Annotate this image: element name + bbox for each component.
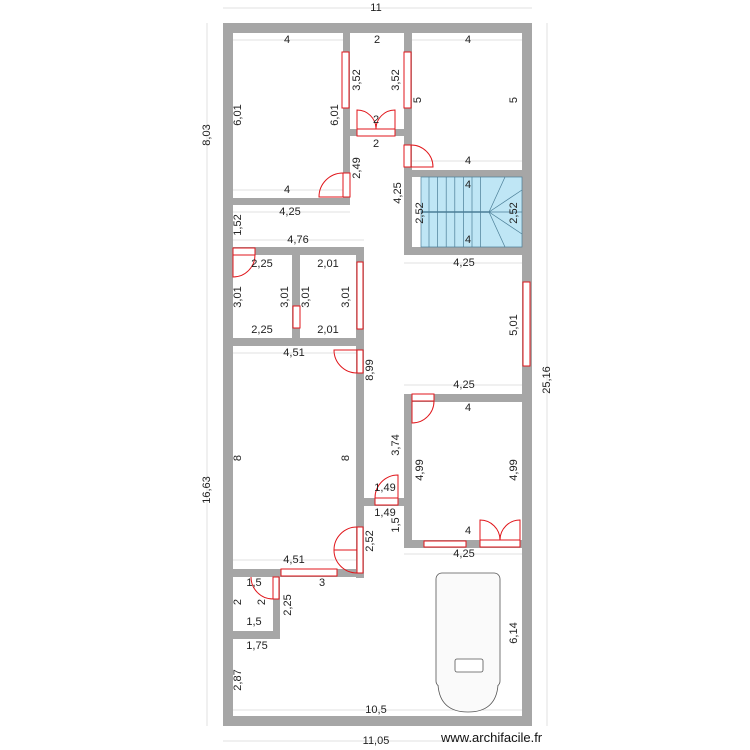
dimension-label: 1,5	[246, 616, 261, 628]
dimension-label: 4,76	[287, 234, 308, 246]
dimension-label: 4	[465, 179, 471, 191]
dimension-label: 4,51	[283, 554, 304, 566]
window-icon	[341, 51, 350, 109]
dimension-lines	[206, 7, 548, 742]
dimension-label: 3,01	[300, 286, 312, 307]
dimension-label: 2	[374, 34, 380, 46]
dimension-label: 16,63	[201, 476, 213, 504]
dimension-label: 6,01	[329, 104, 341, 125]
dimension-label: 4	[465, 155, 471, 167]
dimension-label: 3,01	[279, 286, 291, 307]
dimension-label: 4,25	[453, 379, 474, 391]
stair-winder	[488, 176, 506, 213]
dimension-label: 4,25	[453, 548, 474, 560]
dimension-label: 4,99	[414, 459, 426, 480]
dimension-label: 2,25	[251, 258, 272, 270]
window-icon	[292, 305, 301, 329]
dimension-label: 4	[284, 34, 290, 46]
dimension-label: 3,52	[390, 69, 402, 90]
dimension-label: 1,49	[374, 507, 395, 519]
door-swing-icon	[356, 109, 396, 137]
dimension-label: 2,52	[508, 202, 520, 223]
dimension-label: 4,51	[283, 347, 304, 359]
dimension-label: 3,01	[340, 286, 352, 307]
dimension-label: 2,87	[232, 669, 244, 690]
dimension-label: 8	[340, 455, 352, 461]
dimension-label: 1,75	[246, 640, 267, 652]
dimension-label: 8,99	[364, 359, 376, 380]
staircase-icon	[420, 176, 523, 248]
dimension-label: 2,52	[364, 530, 376, 551]
dimension-label: 8	[232, 455, 244, 461]
dimension-label: 3	[319, 577, 325, 589]
dimension-label: 4	[465, 402, 471, 414]
dimension-label: 4,25	[392, 182, 404, 203]
stair-winder	[488, 211, 506, 248]
window-icon	[280, 568, 338, 577]
dimension-label: 4	[465, 34, 471, 46]
door-swing-icon	[479, 519, 521, 548]
dimension-label: 2,52	[414, 202, 426, 223]
dimension-label: 3,74	[390, 434, 402, 455]
dimension-label: 11	[370, 2, 381, 14]
dimension-label: 4	[465, 234, 471, 246]
dimension-label: 2	[373, 138, 379, 150]
dimension-label: 2,25	[251, 324, 272, 336]
dimension-label: 1,5	[390, 517, 402, 532]
dimension-label: 6,01	[232, 104, 244, 125]
window-icon	[356, 261, 364, 330]
dimension-label: 2	[256, 599, 268, 605]
stair-winder	[488, 211, 523, 235]
dimension-label: 5,01	[508, 314, 520, 335]
dimension-label: 4	[465, 525, 471, 537]
dimension-label: 4	[284, 184, 290, 196]
dimension-label: 2	[373, 114, 379, 126]
door-swing-icon	[318, 172, 351, 198]
door-swing-icon	[403, 144, 434, 168]
dimension-label: 5	[412, 97, 424, 103]
dimension-label: 6,14	[508, 622, 520, 643]
dimension-label: 5	[508, 97, 520, 103]
door-swing-icon	[250, 576, 280, 600]
window-icon	[423, 540, 467, 548]
dimension-label: 10,5	[365, 704, 386, 716]
door-swing-icon	[333, 526, 364, 574]
door-swing-icon	[411, 393, 435, 424]
door-swing-icon	[333, 349, 364, 374]
dimension-labels: 11 4 2 4 3,52 3,52 6,01 6,01 5 5 2 2 8,03 4 4 2,49 4,25 4…	[201, 2, 553, 747]
door-swing-icon	[374, 474, 399, 506]
dimension-label: 1,5	[246, 577, 261, 589]
dimension-label: 2,01	[317, 258, 338, 270]
openings	[232, 51, 531, 600]
car-icon	[435, 572, 501, 713]
dimension-label: 1,49	[374, 482, 395, 494]
dimension-label: 4,25	[279, 206, 300, 218]
dimension-label: 8,03	[201, 124, 213, 145]
dimension-label: 25,16	[541, 366, 553, 394]
window-icon	[403, 51, 412, 109]
dimension-label: 4,99	[508, 459, 520, 480]
dimension-label: 2,25	[282, 594, 294, 615]
dimension-label: 11,05	[363, 735, 390, 747]
dimension-label: 3,01	[232, 286, 244, 307]
watermark: www.archifacile.fr	[440, 730, 543, 745]
dimension-label: 3,52	[351, 69, 363, 90]
door-swing-icon	[232, 247, 256, 278]
dimension-label: 2	[232, 599, 244, 605]
stair-winder	[488, 189, 523, 213]
dimension-label: 2,01	[317, 324, 338, 336]
window-icon	[522, 281, 531, 367]
dimension-label: 2,49	[351, 157, 363, 178]
dimension-label: 4,25	[453, 257, 474, 269]
dimension-label: 1,52	[232, 214, 244, 235]
